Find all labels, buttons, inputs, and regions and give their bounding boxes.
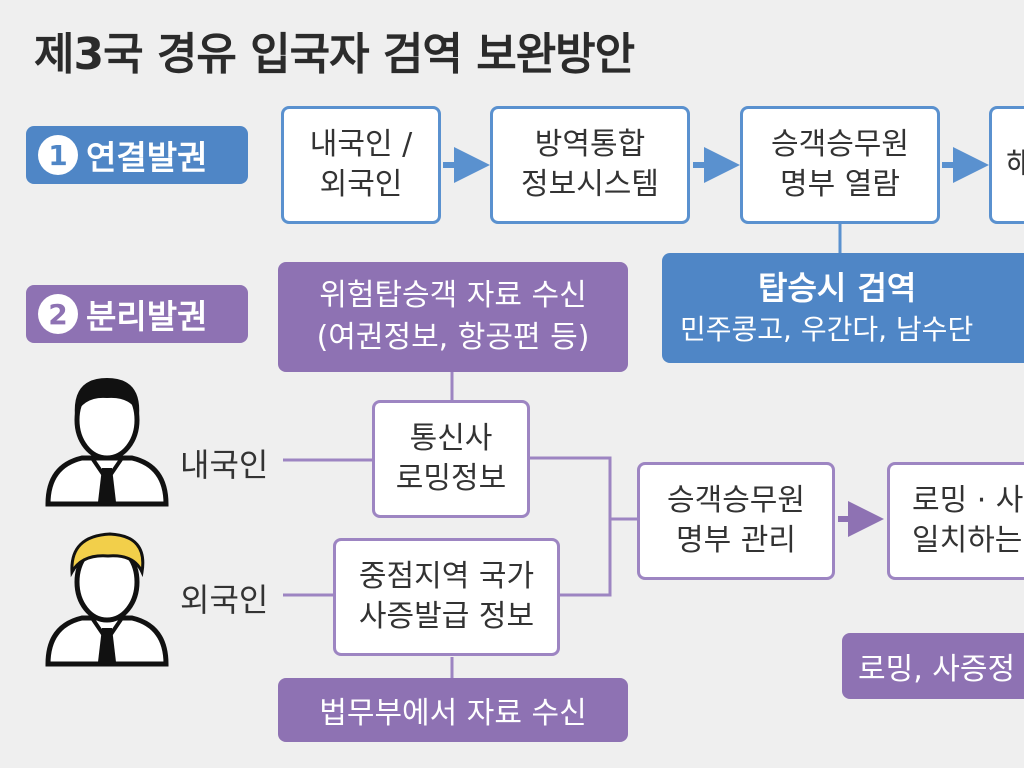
quarantine-system-box: 방역통합 정보시스템: [490, 106, 690, 224]
section1-pill: 1 연결발권: [26, 126, 248, 184]
box-line: 로밍, 사증정: [858, 652, 1016, 687]
domestic-person-icon: [45, 378, 169, 507]
visa-info-box: 중점지역 국가 사증발급 정보: [333, 538, 560, 656]
section2-label: 분리발권: [86, 297, 208, 336]
box-line: 방역통합: [534, 127, 646, 162]
manifest-view-box: 승객승무원 명부 열람: [740, 106, 940, 224]
telecom-roaming-box: 통신사 로밍정보: [372, 400, 530, 518]
box-line: 중점지역 국가: [358, 559, 535, 594]
roaming-visa-box: 로밍, 사증정: [842, 633, 1024, 699]
risk-passenger-box: 위험탑승객 자료 수신 (여권정보, 항공편 등): [278, 262, 628, 372]
box-line: 법무부에서 자료 수신: [319, 696, 587, 731]
box-line: 로밍 · 사: [912, 483, 1024, 518]
truncated-box: 해: [989, 106, 1024, 224]
domestic-label: 내국인: [180, 446, 269, 484]
foreign-person-icon: [45, 532, 169, 667]
inspection-title: 탑승시 검역: [758, 269, 917, 307]
boarding-inspection-box: 탑승시 검역 민주콩고, 우간다, 남수단: [662, 253, 1024, 363]
section2-number: 2: [38, 294, 78, 334]
box-line: 명부 관리: [676, 523, 796, 558]
section1-number: 1: [38, 135, 78, 175]
section1-label: 연결발권: [86, 138, 208, 177]
manifest-manage-box: 승객승무원 명부 관리: [637, 462, 835, 580]
box-line: 해: [1006, 145, 1024, 185]
box-line: 승객승무원: [667, 483, 805, 518]
box-line: 명부 열람: [780, 167, 900, 202]
box-line: 일치하는: [912, 523, 1023, 558]
box-line: 승객승무원: [771, 127, 909, 162]
citizen-foreigner-box: 내국인 / 외국인: [281, 106, 441, 224]
foreign-label: 외국인: [180, 581, 269, 619]
telecom-connector: [530, 456, 612, 597]
box-line: 정보시스템: [521, 167, 659, 202]
box-line: 외국인: [319, 167, 403, 202]
inspection-countries: 민주콩고, 우간다, 남수단: [680, 313, 974, 346]
box-line: 내국인 /: [309, 127, 413, 162]
box-line: 로밍정보: [395, 461, 507, 496]
match-check-box: 로밍 · 사 일치하는: [887, 462, 1024, 580]
box-line: 위험탑승객 자료 수신: [319, 278, 587, 313]
box-line: (여권정보, 항공편 등): [316, 320, 590, 355]
section2-pill: 2 분리발권: [26, 285, 248, 343]
justice-ministry-box: 법무부에서 자료 수신: [278, 678, 628, 742]
page-title: 제3국 경유 입국자 검역 보완방안: [34, 29, 635, 80]
box-line: 사증발급 정보: [358, 599, 535, 634]
box-line: 통신사: [409, 421, 493, 456]
